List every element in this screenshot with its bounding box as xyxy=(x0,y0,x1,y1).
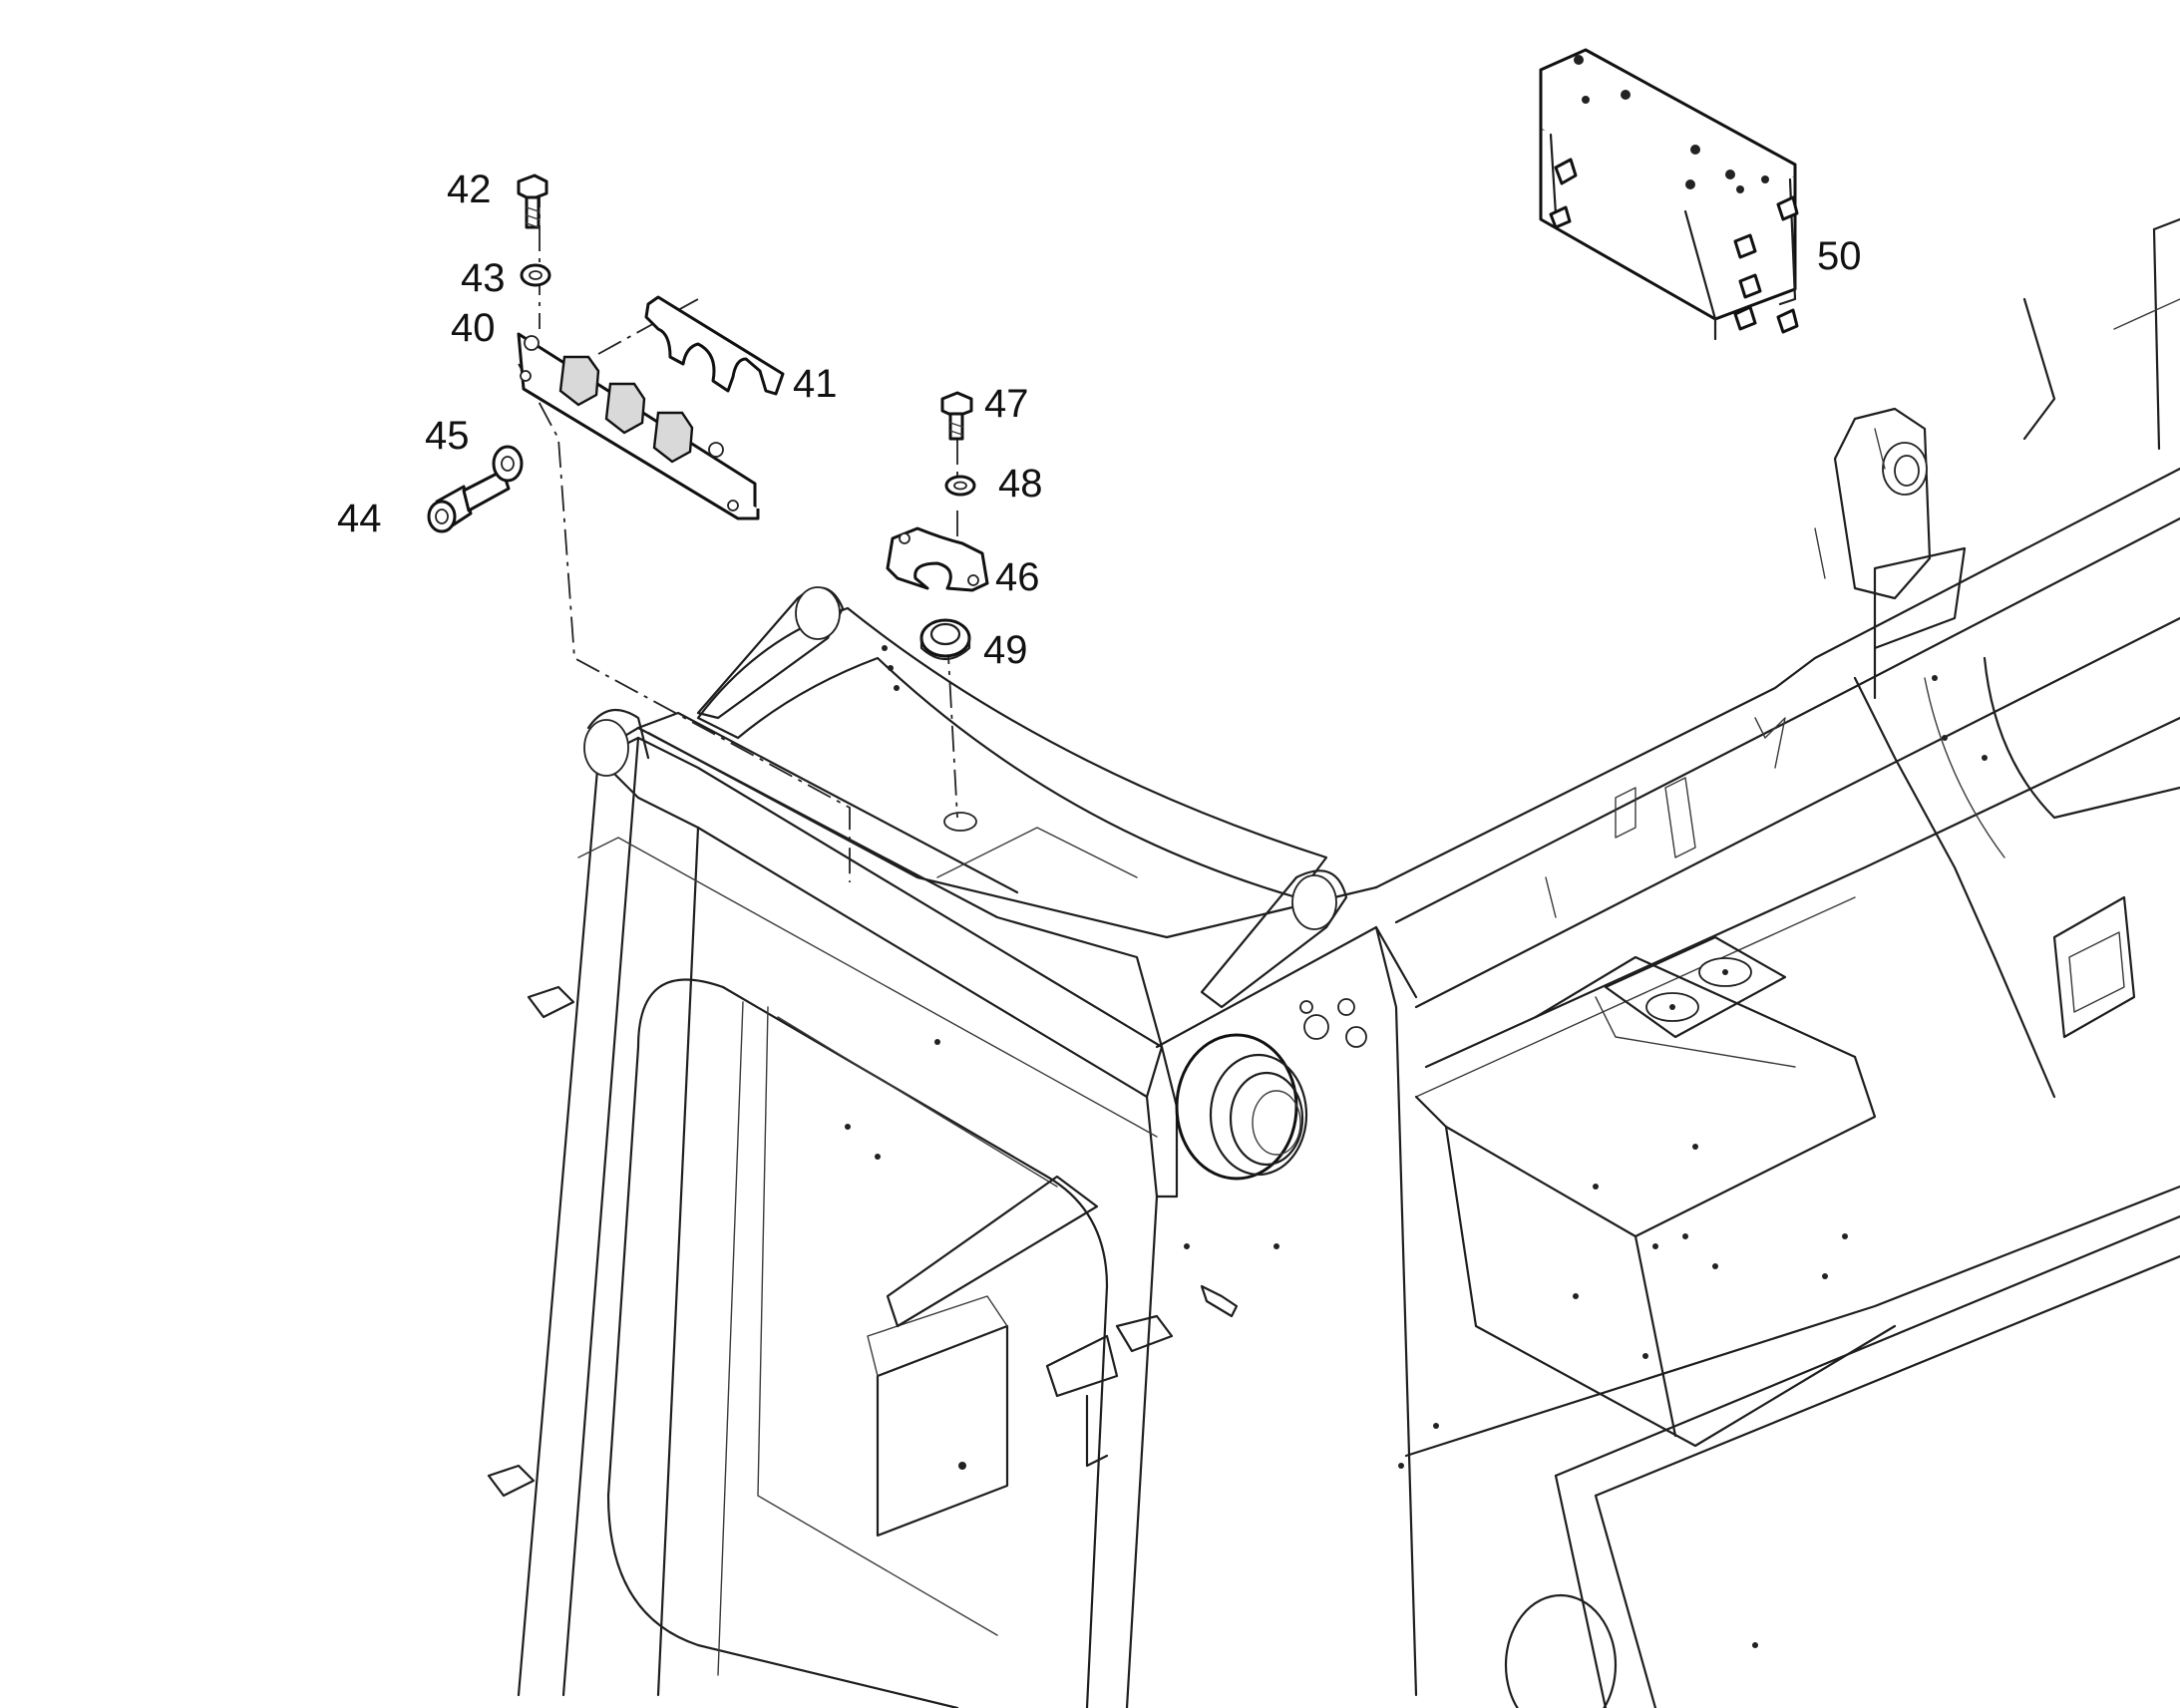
callout-42: 42 xyxy=(447,168,492,211)
callout-47: 47 xyxy=(984,382,1029,426)
part-46-clamp-plate xyxy=(886,526,989,592)
callout-44: 44 xyxy=(337,497,382,540)
callout-45: 45 xyxy=(425,414,470,458)
part-43-washer xyxy=(520,263,551,287)
machine-frame xyxy=(487,217,2180,1708)
callout-43: 43 xyxy=(461,256,506,300)
callout-46: 46 xyxy=(995,555,1040,599)
part-42-bolt xyxy=(517,173,548,229)
assembly-lines xyxy=(438,181,958,882)
part-47-bolt xyxy=(940,391,973,441)
callout-49: 49 xyxy=(983,628,1028,672)
part-44-cap-screw xyxy=(427,469,511,533)
part-48-washer xyxy=(944,475,976,497)
callout-48: 48 xyxy=(998,462,1043,506)
part-41-gasket xyxy=(644,295,785,396)
callout-labels: 40 41 42 43 44 45 46 47 48 49 50 xyxy=(337,168,1862,672)
rivet-dots xyxy=(845,645,1988,1648)
part-45-washer xyxy=(492,445,524,483)
part-40-connector-plate xyxy=(517,332,760,520)
callout-41: 41 xyxy=(793,362,838,406)
part-50-control-box xyxy=(1539,48,1799,341)
part-49-grommet xyxy=(919,618,971,661)
callout-50: 50 xyxy=(1817,234,1862,278)
callout-40: 40 xyxy=(451,306,496,350)
